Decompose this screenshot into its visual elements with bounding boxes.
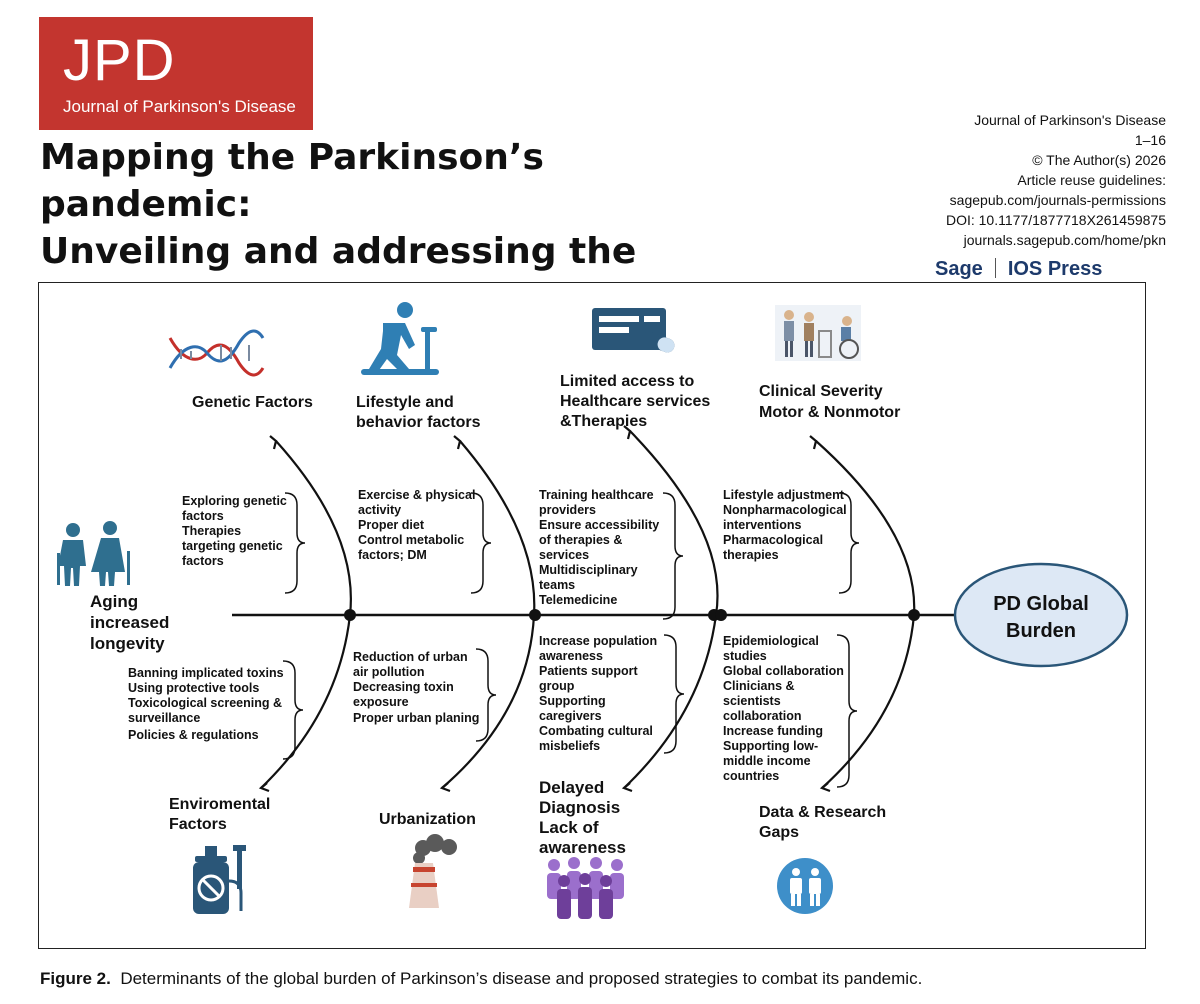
meta-pages: 1–16: [1134, 132, 1166, 148]
strategy-list-lifestyle: Exercise & physical activity Proper diet…: [358, 488, 479, 562]
meta-reuse-link[interactable]: sagepub.com/journals-permissions: [949, 192, 1166, 208]
junction-dot: [529, 609, 541, 621]
doctor-patient-icon: [777, 858, 833, 914]
elderly-couple-icon: [57, 521, 130, 586]
aging-label: Aging increased longevity: [90, 592, 174, 653]
figure-caption: Figure 2. Determinants of the global bur…: [40, 969, 922, 989]
cause-label-genetic: Genetic Factors: [192, 394, 313, 411]
cause-label-lifestyle: Lifestyle and behavior factors: [356, 394, 481, 431]
effect-ellipse: [953, 562, 1129, 668]
cause-label-clinical: Clinical Severity Motor & Nonmotor: [759, 383, 900, 421]
bone-tips-bottom: [258, 782, 831, 793]
brace: [282, 660, 304, 760]
health-card-pill-icon: [592, 308, 675, 353]
effect-label: Burden: [1006, 620, 1076, 642]
caption-text: Determinants of the global burden of Par…: [120, 969, 923, 988]
strategy-list-access: Training healthcare providers Ensure acc…: [539, 488, 663, 607]
factory-smoke-icon: [409, 834, 457, 908]
junction-dot: [715, 609, 727, 621]
crowd-icon: [547, 857, 624, 919]
strategy-list-genetic: Exploring genetic factors Therapies targ…: [182, 494, 290, 568]
cause-label-data-gaps: Data & Research Gaps: [759, 804, 891, 841]
brace: [284, 492, 306, 594]
meta-copyright: © The Author(s) 2026: [1032, 152, 1166, 168]
cause-label-environmental: Enviromental Factors: [169, 796, 275, 833]
meta-homepage-link[interactable]: journals.sagepub.com/home/pkn: [963, 232, 1166, 248]
junction-dots: [344, 609, 920, 621]
strategy-list-environmental: Banning implicated toxins Using protecti…: [128, 666, 287, 742]
elderly-walker-wheelchair-icon: [775, 305, 861, 361]
brace: [470, 492, 492, 594]
treadmill-runner-icon: [361, 302, 439, 375]
title-line: Mapping the Parkinson’s pandemic:: [40, 137, 544, 225]
strategy-list-urbanization: Reduction of urban air pollution Decreas…: [353, 650, 479, 725]
brace: [838, 492, 860, 594]
cause-label-urbanization: Urbanization: [379, 811, 476, 828]
ios-press-logo: IOS Press: [1007, 258, 1103, 280]
cause-label-access: Limited access to Healthcare services &T…: [560, 373, 715, 430]
article-meta: Journal of Parkinson's Disease 1–16 © Th…: [946, 110, 1166, 250]
brace: [663, 634, 685, 754]
junction-dot: [344, 609, 356, 621]
brace: [836, 634, 858, 788]
bone-tips-top: [269, 425, 818, 450]
effect-label: PD Global: [993, 593, 1089, 615]
brace: [475, 648, 497, 742]
strategy-list-clinical: Lifestyle adjustment Nonpharmacological …: [723, 488, 850, 562]
logo-acronym: JPD: [63, 28, 176, 93]
dna-icon: [168, 329, 265, 377]
braces: [282, 492, 860, 788]
meta-doi[interactable]: DOI: 10.1177/1877718X261459875: [945, 212, 1166, 228]
fishbone-figure: PD Global Burden Aging increased longevi…: [38, 282, 1146, 949]
logo-journal-name: Journal of Parkinson's Disease: [63, 97, 296, 116]
brace: [662, 492, 684, 620]
caption-label: Figure 2.: [40, 969, 111, 988]
sprayer-icon: [193, 845, 246, 914]
meta-journal: Journal of Parkinson's Disease: [974, 112, 1166, 128]
cause-label-diagnosis: Delayed Diagnosis Lack of awareness: [539, 778, 626, 857]
junction-dot: [908, 609, 920, 621]
strategy-list-data-gaps: Epidemiological studies Global collabora…: [723, 634, 847, 783]
journal-logo: JPD Journal of Parkinson's Disease: [39, 17, 313, 130]
fishbone-diagram: PD Global Burden Aging increased longevi…: [57, 302, 1129, 919]
publisher-logos: Sage IOS Press: [935, 258, 1168, 280]
sage-logo: Sage: [935, 258, 983, 280]
strategy-list-diagnosis: Increase population awareness Patients s…: [539, 634, 661, 753]
divider: [994, 258, 996, 278]
meta-reuse: Article reuse guidelines:: [1017, 172, 1166, 188]
